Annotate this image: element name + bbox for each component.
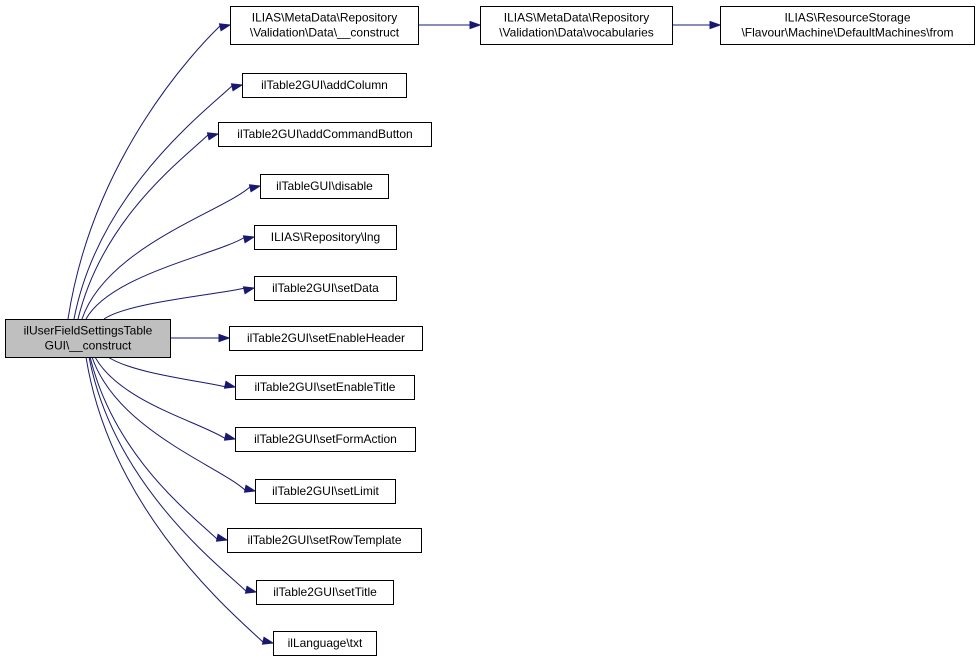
- edge-root-to-md-construct-arrowhead: [218, 23, 232, 32]
- node-disable-box: [260, 174, 389, 199]
- node-set-limit-box: [255, 479, 396, 504]
- root-node-box: [5, 319, 171, 358]
- node-vocabularies[interactable]: ILIAS\MetaData\Repository\Validation\Dat…: [480, 6, 673, 45]
- node-default-machines-from-label-line-2: \Flavour\Machine\DefaultMachines\from: [741, 26, 953, 40]
- node-set-title[interactable]: ilTable2GUI\setTitle: [256, 580, 394, 605]
- edge-root-to-add-command-button-arrowhead: [206, 132, 220, 141]
- node-lng-box: [254, 225, 397, 250]
- node-set-enable-title-box: [235, 375, 415, 400]
- edge-root-to-set-form-action-arrowhead: [223, 432, 237, 441]
- edge-root-to-set-enable-title: [107, 356, 227, 388]
- node-md-construct[interactable]: ILIAS\MetaData\Repository\Validation\Dat…: [230, 6, 419, 45]
- root-node-label-line-2: GUI\__construct: [45, 339, 132, 353]
- node-set-enable-title-label-line-1: ilTable2GUI\setEnableTitle: [255, 380, 396, 394]
- node-set-limit[interactable]: ilTable2GUI\setLimit: [255, 479, 396, 504]
- edge-root-to-set-row-template-arrowhead: [215, 533, 229, 542]
- node-set-data-box: [254, 276, 397, 301]
- edge-root-to-add-column-arrowhead: [230, 83, 244, 92]
- edge-root-to-txt: [85, 356, 265, 644]
- node-txt-box: [273, 631, 377, 656]
- edge-root-to-disable-arrowhead: [248, 184, 262, 193]
- node-disable[interactable]: ilTableGUI\disable: [260, 174, 389, 199]
- node-set-row-template-box: [227, 528, 422, 553]
- node-default-machines-from-label-line-1: ILIAS\ResourceStorage: [784, 11, 910, 25]
- root-node-label-line-1: ilUserFieldSettingsTable: [24, 324, 153, 338]
- node-md-construct-label-line-2: \Validation\Data\__construct: [250, 26, 400, 40]
- node-set-data[interactable]: ilTable2GUI\setData: [254, 276, 397, 301]
- edge-root-to-set-limit-arrowhead: [243, 484, 257, 493]
- node-add-command-button-box: [218, 122, 432, 147]
- node-set-row-template[interactable]: ilTable2GUI\setRowTemplate: [227, 528, 422, 553]
- node-md-construct-label-line-1: ILIAS\MetaData\Repository: [252, 11, 397, 25]
- edge-root-to-set-row-template: [89, 356, 219, 541]
- node-txt[interactable]: ilLanguage\txt: [273, 631, 377, 656]
- node-set-form-action-label-line-1: ilTable2GUI\setFormAction: [254, 432, 397, 446]
- node-vocabularies-box: [480, 6, 673, 45]
- edge-root-to-lng: [85, 236, 246, 320]
- edge-vocabularies-to-default-machines-from-arrowhead: [709, 20, 722, 30]
- edge-root-to-set-title: [88, 356, 248, 593]
- node-set-data-label-line-1: ilTable2GUI\setData: [272, 281, 379, 295]
- node-set-title-label-line-1: ilTable2GUI\setTitle: [273, 585, 377, 599]
- node-default-machines-from[interactable]: ILIAS\ResourceStorage\Flavour\Machine\De…: [720, 6, 975, 45]
- edge-root-to-disable: [81, 185, 252, 320]
- node-lng[interactable]: ILIAS\Repository\lng: [254, 225, 397, 250]
- node-set-row-template-label-line-1: ilTable2GUI\setRowTemplate: [247, 533, 401, 547]
- edge-root-to-md-construct: [67, 24, 222, 320]
- node-set-form-action-box: [235, 427, 416, 452]
- node-add-column-box: [242, 73, 407, 98]
- edge-root-to-set-enable-header-arrowhead: [218, 333, 231, 343]
- node-add-column-label-line-1: ilTable2GUI\addColumn: [261, 78, 388, 92]
- node-set-form-action[interactable]: ilTable2GUI\setFormAction: [235, 427, 416, 452]
- node-add-column[interactable]: ilTable2GUI\addColumn: [242, 73, 407, 98]
- node-vocabularies-label-line-1: ILIAS\MetaData\Repository: [504, 11, 649, 25]
- edges-layer: [67, 20, 722, 645]
- node-disable-label-line-1: ilTableGUI\disable: [276, 179, 373, 193]
- edge-root-to-add-column: [73, 84, 234, 320]
- node-set-limit-label-line-1: ilTable2GUI\setLimit: [272, 484, 379, 498]
- node-set-enable-header-label-line-1: ilTable2GUI\setEnableHeader: [247, 331, 405, 345]
- edge-root-to-set-limit: [91, 356, 247, 492]
- node-set-title-box: [256, 580, 394, 605]
- edge-root-to-set-form-action: [94, 356, 227, 440]
- node-md-construct-box: [230, 6, 419, 45]
- edge-root-to-add-command-button: [77, 133, 210, 320]
- edge-root-to-set-data: [103, 287, 246, 320]
- node-add-command-button-label-line-1: ilTable2GUI\addCommandButton: [237, 127, 412, 141]
- edge-root-to-set-data-arrowhead: [242, 286, 256, 295]
- edge-md-construct-to-vocabularies-arrowhead: [469, 20, 482, 30]
- node-default-machines-from-box: [720, 6, 975, 45]
- node-vocabularies-label-line-2: \Validation\Data\vocabularies: [499, 26, 654, 40]
- node-txt-label-line-1: ilLanguage\txt: [288, 636, 363, 650]
- node-set-enable-header-box: [229, 326, 423, 351]
- edge-root-to-set-title-arrowhead: [244, 585, 258, 594]
- node-add-command-button[interactable]: ilTable2GUI\addCommandButton: [218, 122, 432, 147]
- edge-root-to-lng-arrowhead: [242, 235, 256, 244]
- node-set-enable-title[interactable]: ilTable2GUI\setEnableTitle: [235, 375, 415, 400]
- node-lng-label-line-1: ILIAS\Repository\lng: [271, 230, 380, 244]
- edge-root-to-txt-arrowhead: [261, 636, 275, 645]
- node-set-enable-header[interactable]: ilTable2GUI\setEnableHeader: [229, 326, 423, 351]
- edge-root-to-set-enable-title-arrowhead: [223, 380, 237, 389]
